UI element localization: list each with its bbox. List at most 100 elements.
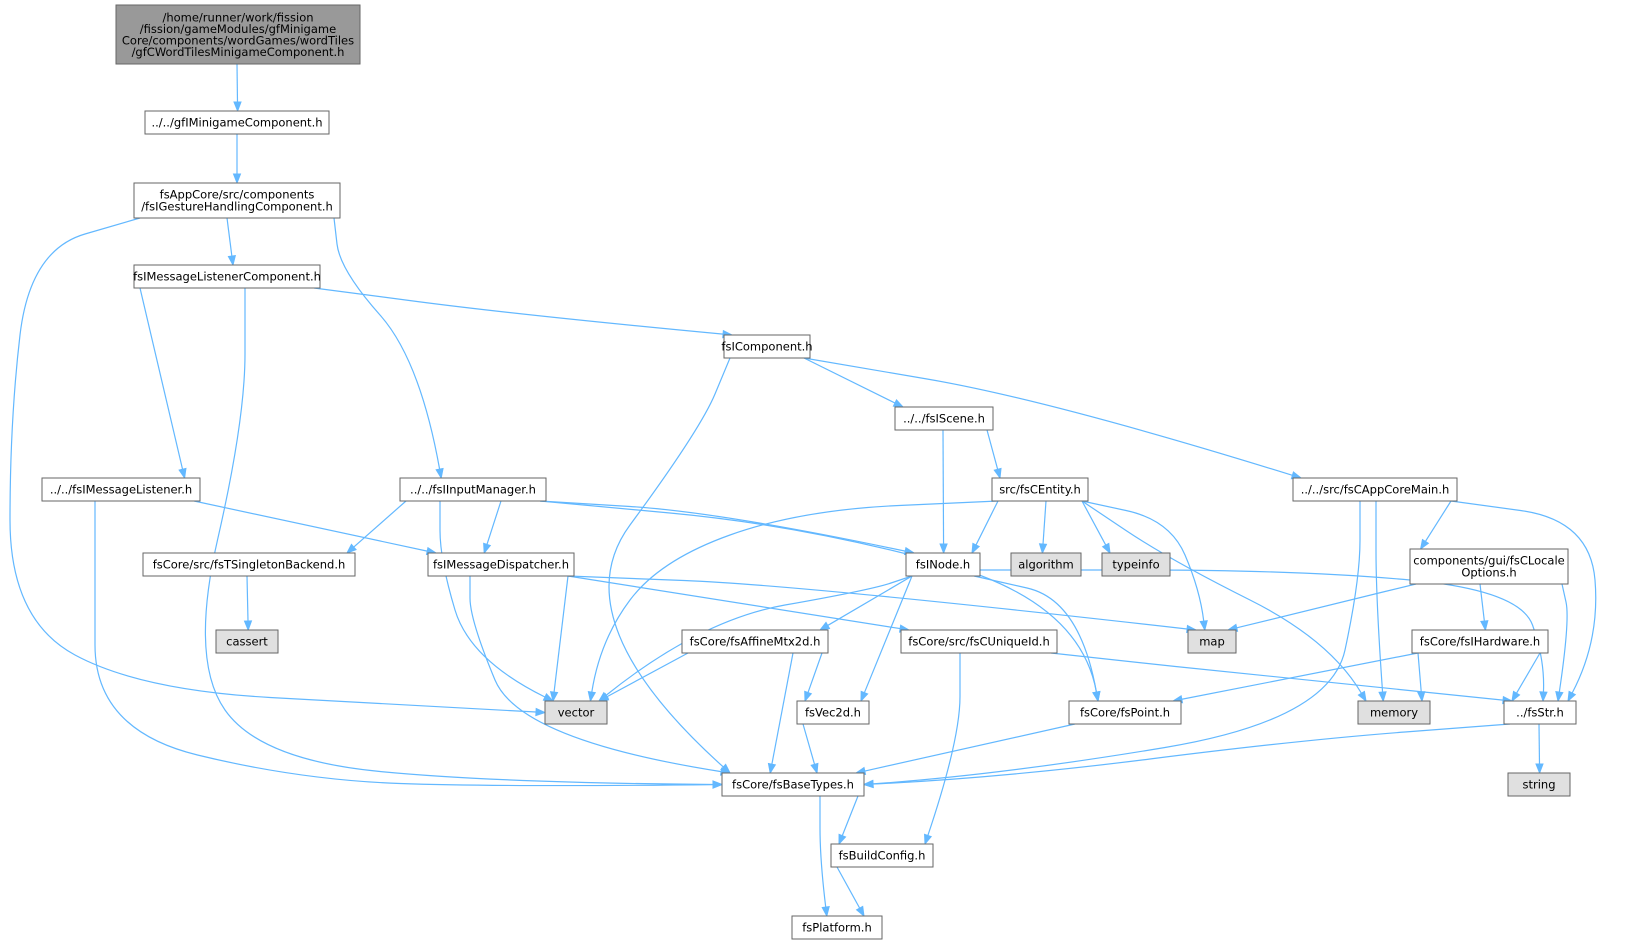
node-box <box>681 629 829 654</box>
node-box <box>1503 700 1577 725</box>
node-label: ../fsStr.h <box>1516 706 1564 720</box>
node-label: typeinfo <box>1112 558 1159 572</box>
arrowhead <box>1555 690 1564 703</box>
node-box <box>1411 629 1549 654</box>
node-fsCUniqueId[interactable]: fsCore/src/fsCUniqueId.h <box>900 629 1058 654</box>
node-fsBuildConfig[interactable]: fsBuildConfig.h <box>830 843 934 868</box>
arrowhead <box>971 542 981 555</box>
node-label: algorithm <box>1018 558 1074 572</box>
node-label: ../../fsIMessageListener.h <box>50 483 192 497</box>
node-box <box>215 629 279 654</box>
arrowhead <box>818 621 831 631</box>
edge-fsIScene-to-fsINode <box>939 429 948 555</box>
edge-fsBaseTypes-to-fsPlatform <box>819 796 830 918</box>
arrowhead <box>1535 763 1544 775</box>
node-fsCEntity[interactable]: src/fsCEntity.h <box>991 477 1089 502</box>
node-map: map <box>1187 629 1237 654</box>
node-box <box>1068 700 1182 725</box>
node-box <box>115 4 361 65</box>
node-label: fsIComponent.h <box>721 340 812 354</box>
node-label: /fission/gameModules/gfMinigame <box>140 22 336 36</box>
node-fsIMessageListener[interactable]: ../../fsIMessageListener.h <box>41 477 201 502</box>
node-fsTSingletonBackend[interactable]: fsCore/src/fsTSingletonBackend.h <box>142 552 356 577</box>
edge-fsIGestureHandlingComponent-to-vector <box>9 217 547 717</box>
edge-fsStr-to-fsBaseTypes <box>862 723 1511 789</box>
node-typeinfo: typeinfo <box>1101 552 1171 577</box>
node-fsIScene[interactable]: ../../fsIScene.h <box>894 406 994 431</box>
node-label: fsCore/fsIHardware.h <box>1420 635 1540 649</box>
node-box <box>1187 629 1237 654</box>
node-box <box>991 477 1089 502</box>
node-algorithm: algorithm <box>1010 552 1082 577</box>
node-fsVec2d[interactable]: fsVec2d.h <box>796 700 870 725</box>
node-label: fsINode.h <box>916 558 970 572</box>
node-label: /home/runner/work/fission <box>162 10 313 24</box>
arrowhead <box>712 780 724 789</box>
arrowhead <box>939 543 948 555</box>
node-fsAffineMtx2d[interactable]: fsCore/fsAffineMtx2d.h <box>681 629 829 654</box>
edge-fsIScene-to-fsCEntity <box>986 429 1002 480</box>
node-fsPoint[interactable]: fsCore/fsPoint.h <box>1068 700 1182 725</box>
node-label: fsCore/fsAffineMtx2d.h <box>690 635 821 649</box>
arrowhead <box>1378 691 1387 703</box>
arrowhead <box>804 690 813 703</box>
node-fsStr[interactable]: ../fsStr.h <box>1503 700 1577 725</box>
edge-fsCLocaleOptions-to-map <box>1226 583 1417 632</box>
node-fsCAppCoreMain[interactable]: ../../src/fsCAppCoreMain.h <box>1292 477 1458 502</box>
node-box <box>900 629 1058 654</box>
node-label: fsAppCore/src/components <box>160 188 315 202</box>
arrowhead <box>483 542 492 555</box>
arrowhead <box>549 691 559 703</box>
node-box <box>544 700 608 725</box>
node-string: string <box>1507 772 1571 797</box>
arrowhead <box>1092 690 1101 703</box>
edge-fsCEntity-to-vector <box>587 500 999 703</box>
node-fsIGestureHandlingComponent[interactable]: fsAppCore/src/components/fsIGestureHandl… <box>133 182 341 219</box>
edge-fsIInputManager-to-fsIMessageDispatcher <box>483 500 502 555</box>
node-label: /fsIGestureHandlingComponent.h <box>141 200 333 214</box>
arrowhead <box>1419 538 1430 551</box>
node-label: fsCore/src/fsCUniqueId.h <box>908 635 1049 649</box>
node-fsBaseTypes[interactable]: fsCore/fsBaseTypes.h <box>721 772 865 797</box>
node-label: fsCore/fsBaseTypes.h <box>732 778 854 792</box>
edge-fsIMessageDispatcher-to-fsCUniqueId <box>567 575 911 633</box>
node-box <box>905 552 981 577</box>
edge-fsINode-to-fsPoint <box>973 575 1101 703</box>
arrowhead <box>810 762 819 775</box>
arrowhead <box>227 255 236 267</box>
node-label: fsCore/fsPoint.h <box>1080 706 1170 720</box>
node-cassert: cassert <box>215 629 279 654</box>
edge-fsINode-to-fsVec2d <box>860 575 913 703</box>
edge-fsIHardware-to-fsStr <box>1511 652 1541 703</box>
arrowhead <box>767 762 777 775</box>
arrowhead <box>587 690 597 703</box>
node-gfIMinigameComponent[interactable]: ../../gfIMinigameComponent.h <box>144 110 330 135</box>
node-label: /gfCWordTilesMinigameComponent.h <box>132 45 345 59</box>
edge-fsBaseTypes-to-fsBuildConfig <box>838 795 859 846</box>
node-fsIMessageListenerComponent[interactable]: fsIMessageListenerComponent.h <box>133 264 321 289</box>
node-label: ../../fsIInputManager.h <box>410 483 536 497</box>
node-box <box>133 182 341 219</box>
node-box <box>1101 552 1171 577</box>
node-box <box>1357 700 1431 725</box>
edge-fsIMessageListener-to-fsIMessageDispatcher <box>193 500 438 556</box>
node-label: fsIMessageListenerComponent.h <box>133 270 321 284</box>
node-fsIMessageDispatcher[interactable]: fsIMessageDispatcher.h <box>427 552 575 577</box>
node-box <box>399 477 547 502</box>
arrowhead <box>860 690 869 703</box>
edge-fsAffineMtx2d-to-vector <box>597 652 689 702</box>
node-fsINode[interactable]: fsINode.h <box>905 552 981 577</box>
edge-fsCAppCoreMain-to-fsStr <box>1450 500 1597 703</box>
node-label: fsBuildConfig.h <box>839 849 926 863</box>
node-fsIComponent[interactable]: fsIComponent.h <box>721 334 813 359</box>
edge-fsCEntity-to-map <box>1081 500 1208 632</box>
node-fsIInputManager[interactable]: ../../fsIInputManager.h <box>399 477 547 502</box>
node-label: map <box>1199 635 1225 649</box>
node-fsPlatform[interactable]: fsPlatform.h <box>791 915 883 940</box>
node-fsIHardware[interactable]: fsCore/fsIHardware.h <box>1411 629 1549 654</box>
node-vector: vector <box>544 700 608 725</box>
edge-fsIGestureHandlingComponent-to-fsIMessageListenerComponent <box>226 217 236 267</box>
edges-layer <box>9 63 1597 918</box>
arrowhead <box>855 905 865 918</box>
